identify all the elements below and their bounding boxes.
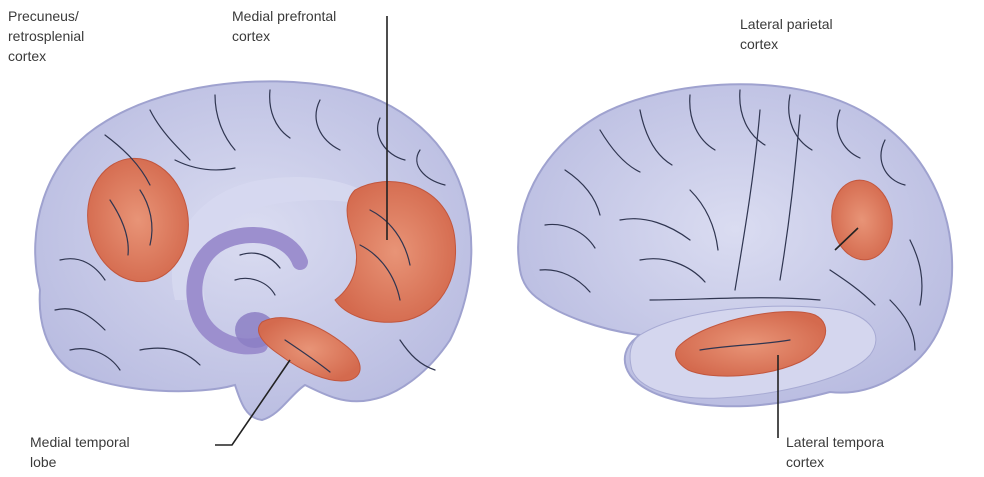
label-medial-prefrontal: Medial prefrontal cortex	[232, 6, 336, 46]
label-medial-temporal: Medial temporal lobe	[30, 432, 130, 472]
label-precuneus-line3: cortex	[8, 46, 84, 66]
label-precuneus-line1: Precuneus/	[8, 6, 84, 26]
label-precuneus-line2: retrosplenial	[8, 26, 84, 46]
label-medial-temporal-line1: Medial temporal	[30, 432, 130, 452]
label-lateral-parietal-line2: cortex	[740, 34, 833, 54]
label-lateral-parietal-line1: Lateral parietal	[740, 14, 833, 34]
lateral-hemisphere	[518, 84, 952, 406]
label-lateral-temporal: Lateral tempora cortex	[786, 432, 884, 472]
label-lateral-temporal-line1: Lateral tempora	[786, 432, 884, 452]
medial-hemisphere	[35, 81, 471, 420]
label-lateral-parietal: Lateral parietal cortex	[740, 14, 833, 54]
label-medial-prefrontal-line1: Medial prefrontal	[232, 6, 336, 26]
label-precuneus: Precuneus/ retrosplenial cortex	[8, 6, 84, 66]
label-lateral-temporal-line2: cortex	[786, 452, 884, 472]
label-medial-temporal-line2: lobe	[30, 452, 130, 472]
label-medial-prefrontal-line2: cortex	[232, 26, 336, 46]
